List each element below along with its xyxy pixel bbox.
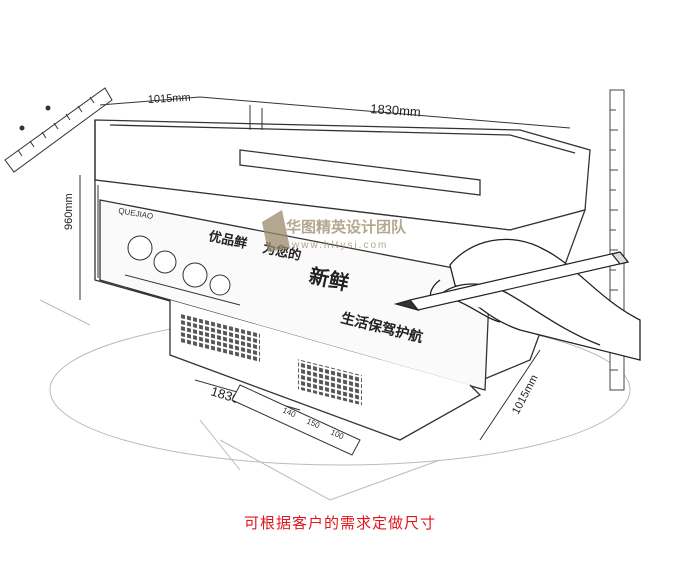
vent-right: [298, 359, 362, 406]
pencil-icon: [393, 251, 630, 312]
vent-left: [180, 312, 260, 363]
custom-size-caption: 可根据客户的需求定做尺寸: [243, 514, 436, 532]
children-illustration: [124, 235, 241, 306]
watermark: 华图精英设计团队 www.hltysj.com: [262, 210, 407, 252]
dim-height: 960mm: [63, 193, 75, 230]
watermark-url: www.hltysj.com: [291, 240, 388, 251]
hand-with-pencil: [429, 238, 641, 361]
dim-top-depth: 1015mm: [148, 92, 191, 106]
cabinet-slogan-left: 优品鲜: [207, 228, 248, 252]
floor-ruler: [231, 384, 361, 456]
dim-top-width: 1830mm: [370, 101, 422, 119]
watermark-name: 华图精英设计团队: [286, 218, 407, 236]
left-ruler: [4, 87, 113, 173]
dim-bottom-depth: 1015mm: [510, 373, 541, 416]
